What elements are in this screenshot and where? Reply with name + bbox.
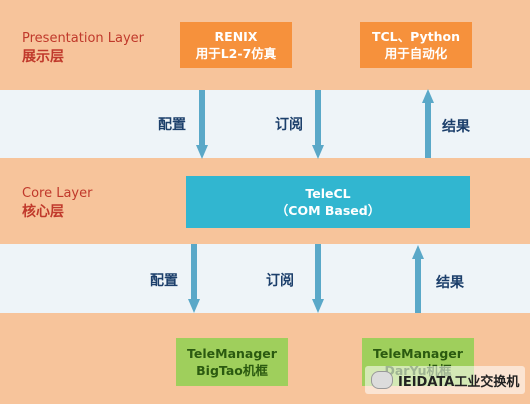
result-label-upper: 结果 bbox=[442, 119, 470, 135]
core-layer-title-en: Core Layer bbox=[22, 186, 93, 201]
script-box-line1: TCL、Python bbox=[371, 29, 461, 44]
watermark: IEIDATA工业交换机 bbox=[365, 366, 526, 394]
telecl-box: TeleCL （COM Based） bbox=[186, 176, 470, 228]
result-label-lower: 结果 bbox=[436, 275, 464, 291]
presentation-layer-title-en: Presentation Layer bbox=[22, 31, 145, 46]
config-label-upper: 配置 bbox=[158, 117, 186, 133]
presentation-layer-label: Presentation Layer 展示层 bbox=[22, 30, 144, 66]
renix-box-line2: 用于L2-7仿真 bbox=[195, 46, 277, 61]
subscribe-label-lower: 订阅 bbox=[266, 273, 294, 289]
presentation-layer-title-cn: 展示层 bbox=[22, 49, 64, 65]
config-label-lower: 配置 bbox=[150, 273, 178, 289]
script-box-line2: 用于自动化 bbox=[384, 46, 448, 61]
renix-box-line1: RENIX bbox=[214, 29, 258, 44]
script-box: TCL、Python 用于自动化 bbox=[360, 22, 472, 68]
wechat-icon bbox=[371, 371, 393, 389]
subscribe-label-upper: 订阅 bbox=[275, 117, 303, 133]
renix-box: RENIX 用于L2-7仿真 bbox=[180, 22, 292, 68]
bigtao-box-line2: BigTao机框 bbox=[196, 363, 268, 378]
bigtao-box-line1: TeleManager bbox=[187, 346, 277, 361]
telecl-box-line1: TeleCL bbox=[305, 186, 351, 201]
telecl-box-line2: （COM Based） bbox=[275, 203, 381, 218]
bigtao-box: TeleManager BigTao机框 bbox=[176, 338, 288, 386]
core-layer-label: Core Layer 核心层 bbox=[22, 185, 92, 221]
watermark-text: IEIDATA工业交换机 bbox=[398, 374, 520, 390]
core-layer-title-cn: 核心层 bbox=[22, 204, 64, 220]
daryu-box-line1: TeleManager bbox=[373, 346, 463, 361]
